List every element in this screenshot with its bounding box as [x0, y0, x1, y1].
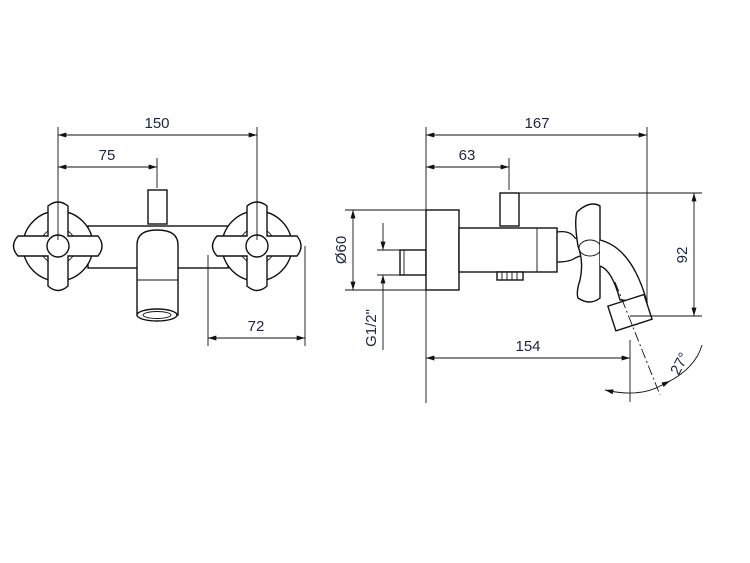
body-tube: [458, 227, 558, 273]
dimension-167: 167: [425, 115, 648, 403]
dimension-150: 150: [57, 115, 258, 240]
right-handle: [211, 201, 302, 292]
nozzle: [606, 293, 653, 332]
front-view: 150 75 72: [12, 115, 306, 346]
diverter-knob: [147, 189, 168, 225]
dim-label-150: 150: [144, 115, 169, 132]
dimension-diameter-60: Ø60: [333, 209, 426, 291]
wall-plate: [425, 209, 460, 291]
dimension-63: 63: [426, 147, 510, 190]
spout: [136, 229, 179, 322]
dim-label-167: 167: [524, 115, 549, 132]
dim-label-thread: G1/2": [363, 309, 380, 347]
diverter-knob-side: [499, 192, 520, 227]
dim-label-154: 154: [515, 338, 540, 355]
dim-label-72: 72: [248, 318, 265, 335]
side-view: 167 63 92 Ø60 G1/2" 15: [333, 115, 703, 403]
dim-label-angle: 27°: [667, 350, 693, 378]
dimension-thread: G1/2": [363, 223, 400, 350]
dimension-154: 154: [426, 338, 631, 402]
aerator-thread: [496, 271, 524, 281]
handle-side: [575, 203, 601, 303]
dim-label-92: 92: [674, 247, 691, 264]
spout-axis: [614, 281, 661, 396]
dim-label-75: 75: [99, 147, 116, 164]
dimension-72: 72: [207, 246, 306, 346]
dim-label-63: 63: [459, 147, 476, 164]
dimension-92: 92: [519, 192, 702, 317]
dimension-angle-27: 27°: [604, 344, 703, 395]
dimension-75: 75: [58, 147, 158, 188]
dim-label-diameter: Ø60: [333, 236, 350, 264]
